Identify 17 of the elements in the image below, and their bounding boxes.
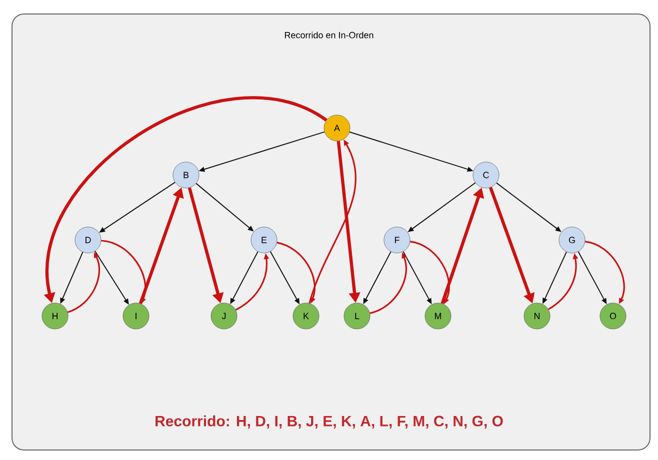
tree-node: C: [472, 162, 500, 188]
tree-node: N: [524, 302, 550, 330]
tree-node: I: [122, 302, 150, 330]
tree-node: B: [172, 162, 200, 188]
traversal-result: Recorrido: H, D, I, B, J, E, K, A, L, F, M, C, N, G, O: [156, 415, 503, 429]
tree-node: G: [558, 226, 586, 254]
tree-node: F: [384, 226, 410, 254]
tree-node: E: [250, 226, 278, 254]
tree-node: L: [344, 302, 370, 330]
tree-node: D: [74, 226, 102, 254]
tree-node: H: [42, 302, 68, 330]
tree-node: O: [600, 302, 626, 330]
tree-node: K: [292, 302, 320, 330]
title: Recorrido en In-Orden: [284, 32, 374, 38]
tree-node: J: [210, 302, 238, 330]
tree-node: M: [424, 302, 452, 330]
tree-node: A: [324, 114, 350, 142]
